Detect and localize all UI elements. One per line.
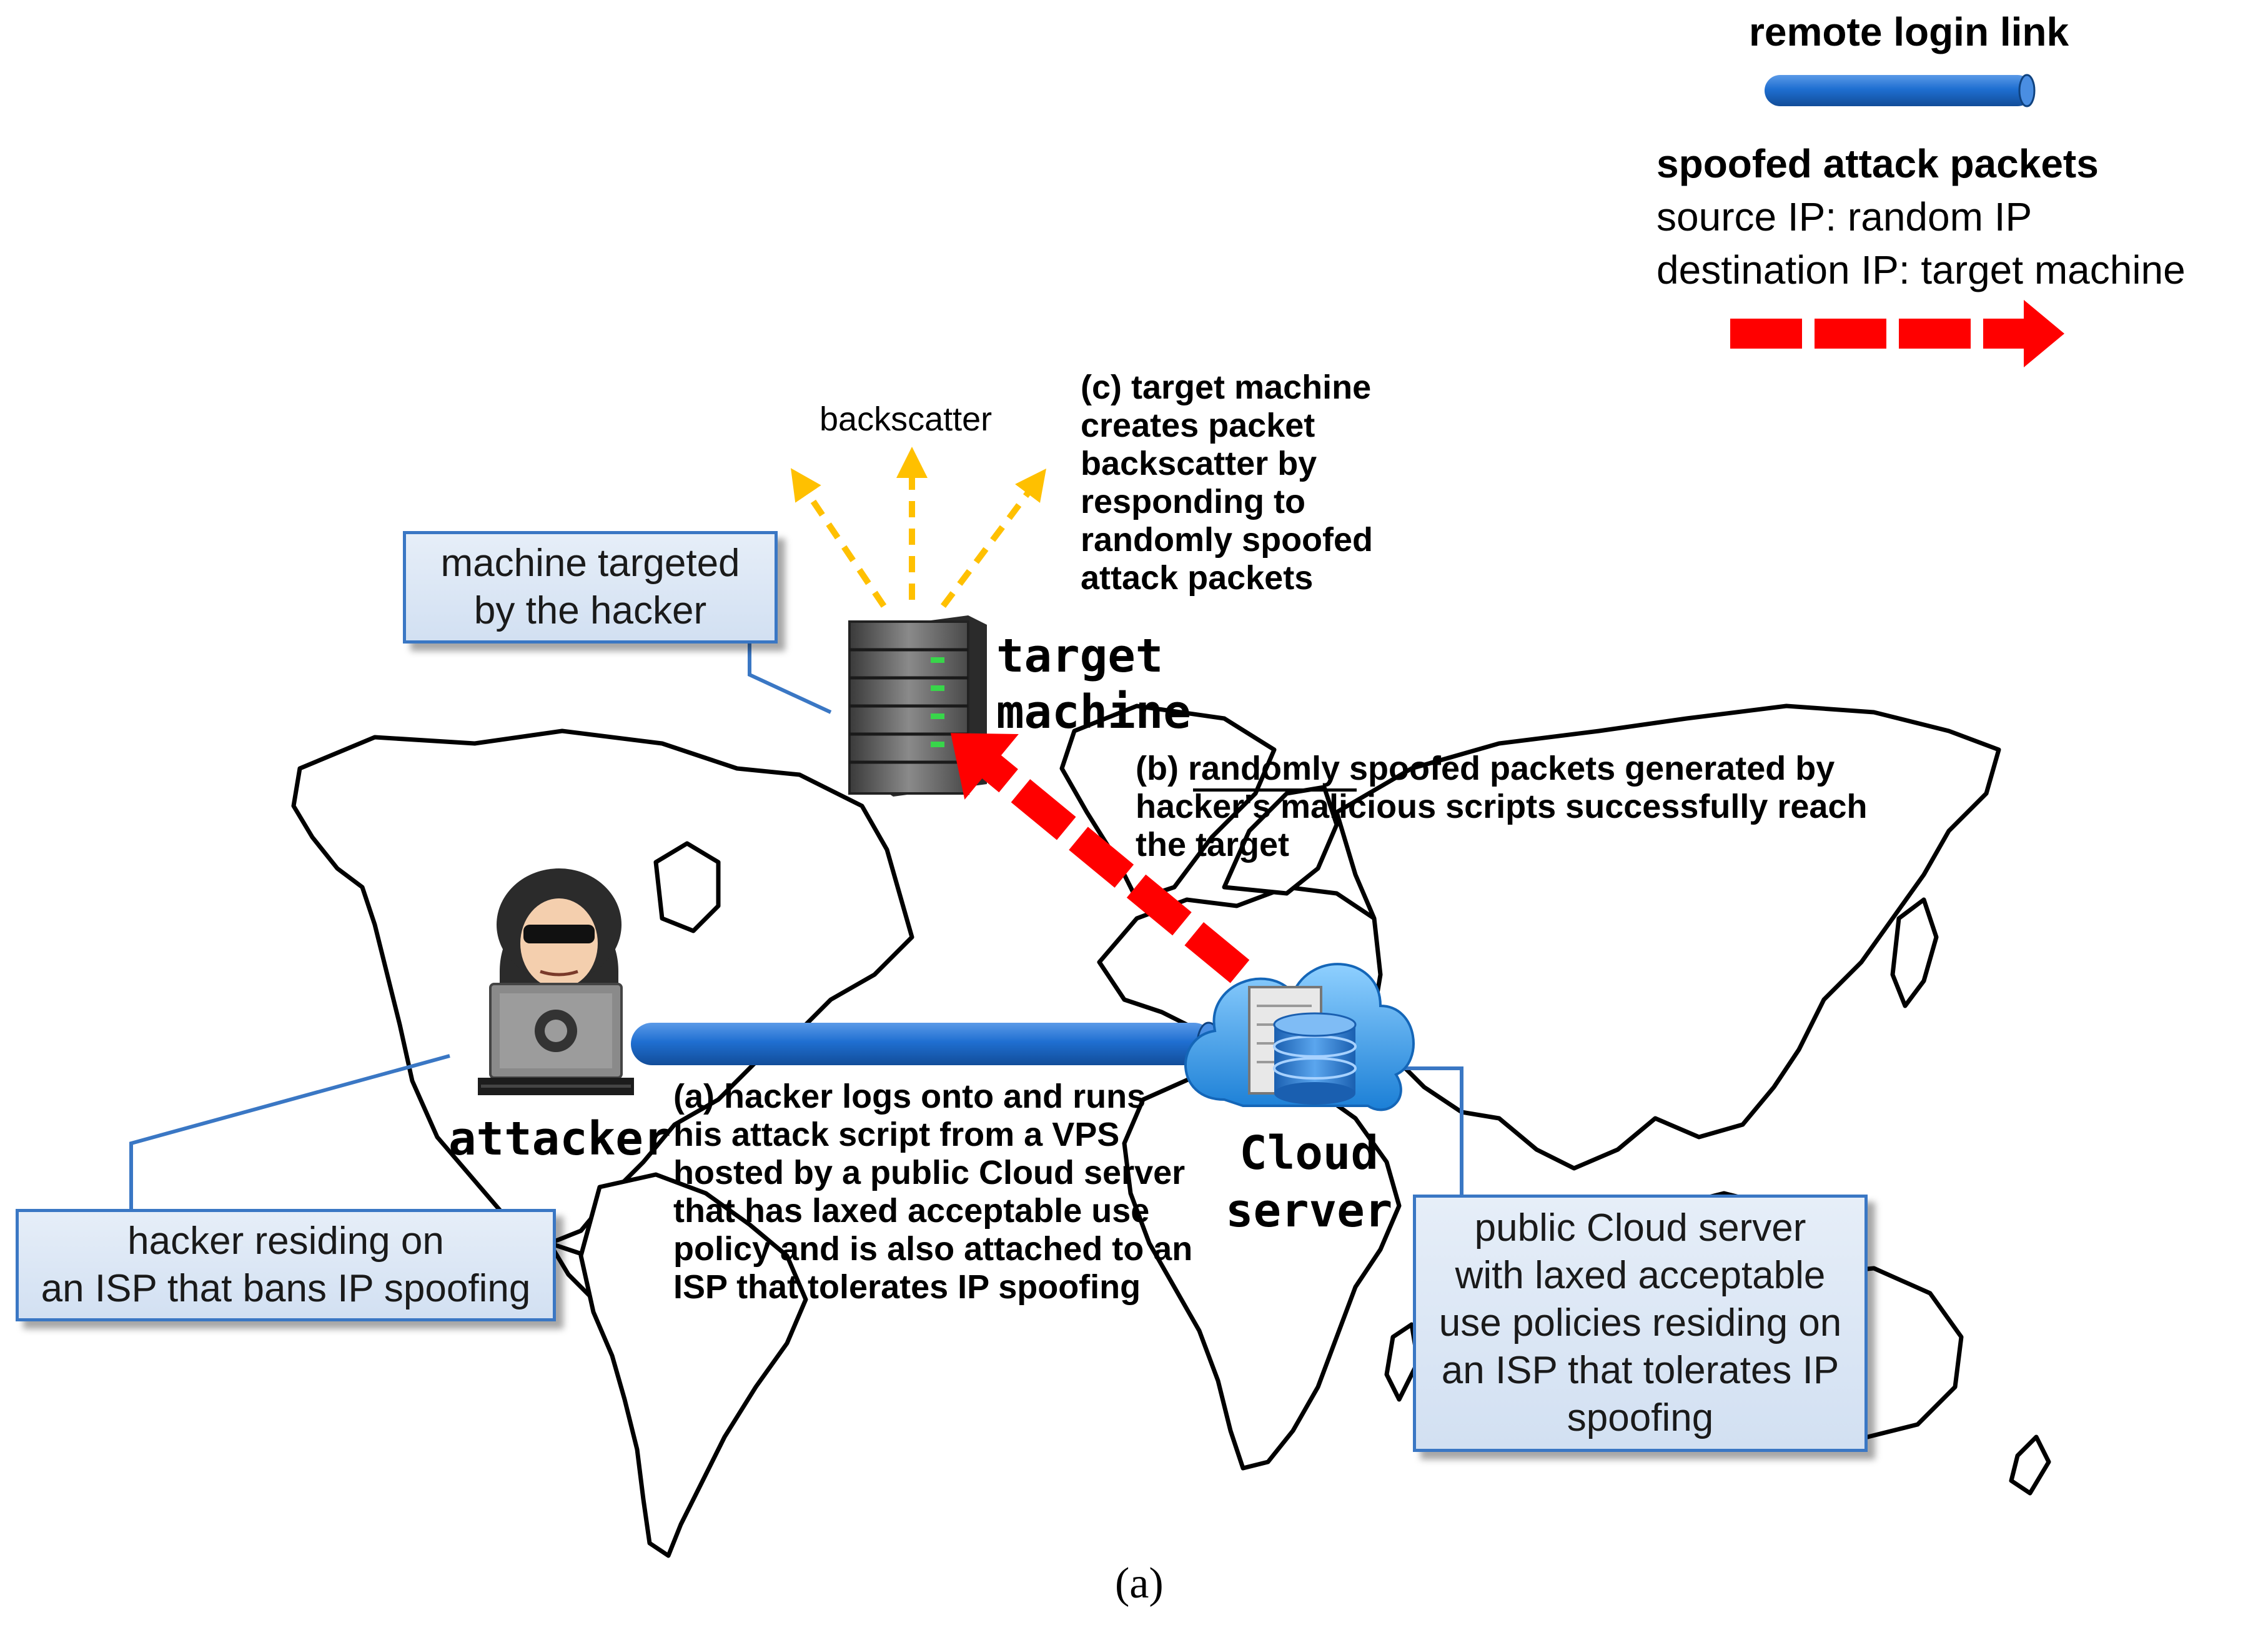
- backscatter-arrows: [791, 447, 1046, 608]
- step-b-text: (b) randomly spoofed packets generated b…: [1136, 750, 1868, 863]
- legend-spoofed-title: spoofed attack packets: [1656, 141, 2099, 186]
- target-machine-label: target machine: [996, 629, 1191, 739]
- callout-connectors: [129, 644, 1463, 1212]
- remote-login-pipe: [631, 1021, 1221, 1066]
- legend-destination-ip: destination IP: target machine: [1656, 247, 2186, 292]
- legend-source-ip: source IP: random IP: [1656, 194, 2033, 239]
- south-america-outline: [578, 1172, 808, 1558]
- attacker-label: attacker: [448, 1112, 671, 1166]
- legend-spoofed-arrow-swatch: [1730, 300, 2064, 367]
- step-a-text: (a) hacker logs onto and runs his attack…: [673, 1078, 1193, 1306]
- legend-remote-login-label: remote login link: [1749, 9, 2069, 54]
- step-c-text: (c) target machine creates packet backsc…: [1081, 369, 1374, 597]
- hudson-bay: [653, 841, 721, 933]
- figure-caption: (a): [1115, 1559, 1164, 1608]
- madagascar-outline: [1384, 1322, 1420, 1402]
- connector-hacker: [129, 1054, 450, 1212]
- laptop-icon: [478, 983, 634, 1095]
- backscatter-arrow-left: [791, 468, 887, 608]
- database-icon: [1273, 1012, 1357, 1105]
- backscatter-arrow-right: [941, 469, 1046, 608]
- connector-target: [748, 644, 832, 714]
- scandinavia-outline: [1222, 785, 1339, 896]
- hacker-avatar-icon: [497, 868, 621, 990]
- spoofed-packet-arrow: [951, 733, 1250, 983]
- callout-hacker: hacker residing on an ISP that bans IP s…: [16, 1209, 556, 1321]
- callout-cloud-server: public Cloud server with laxed acceptabl…: [1413, 1195, 1868, 1452]
- backscatter-label: backscatter: [820, 400, 993, 438]
- cloud-server-label: Cloud server: [1226, 1126, 1393, 1238]
- step-b-underline: [1193, 788, 1357, 792]
- connector-cloud: [1393, 1066, 1463, 1196]
- japan-outline: [1890, 897, 1939, 1008]
- new-zealand-outline: [2009, 1434, 2051, 1496]
- callout-target-machine: machine targeted by the hacker: [403, 531, 778, 644]
- legend-remote-link-swatch: [1765, 74, 2036, 107]
